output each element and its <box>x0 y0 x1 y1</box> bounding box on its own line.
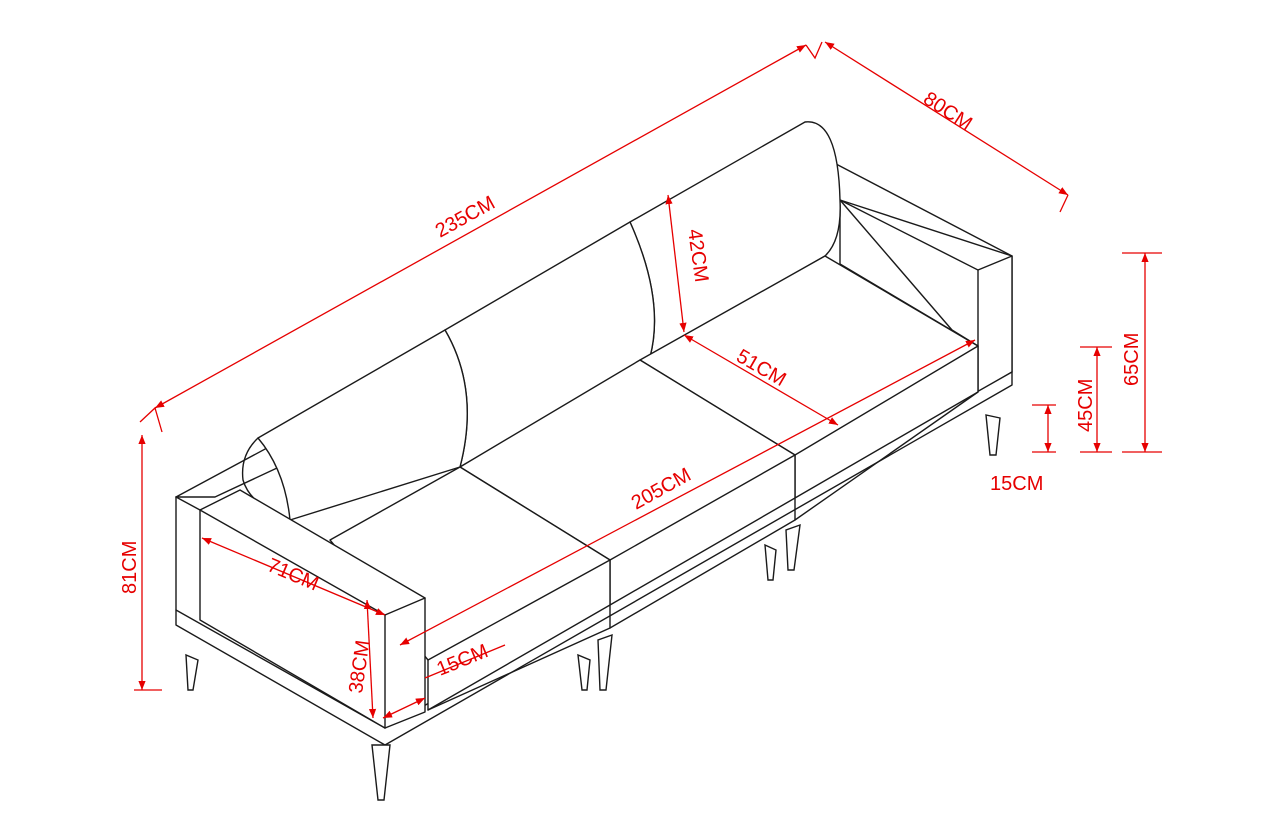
label-total-height: 81CM <box>119 541 141 594</box>
leg-right-front <box>785 523 801 571</box>
leg-right-mid <box>764 543 777 581</box>
leg-front-left <box>371 744 391 801</box>
leg-mid-back <box>577 653 591 691</box>
label-total-depth: 80CM <box>919 88 976 136</box>
leg-mid-front <box>597 633 613 691</box>
sofa-drawing <box>175 121 1013 801</box>
label-leg-height: 15CM <box>990 473 1043 495</box>
leg-right-back <box>985 414 1001 456</box>
label-back-height: 65CM <box>1121 333 1143 386</box>
label-seat-height: 45CM <box>1075 379 1097 432</box>
leg-back-left <box>185 653 199 691</box>
dimension-lines <box>134 41 1162 719</box>
